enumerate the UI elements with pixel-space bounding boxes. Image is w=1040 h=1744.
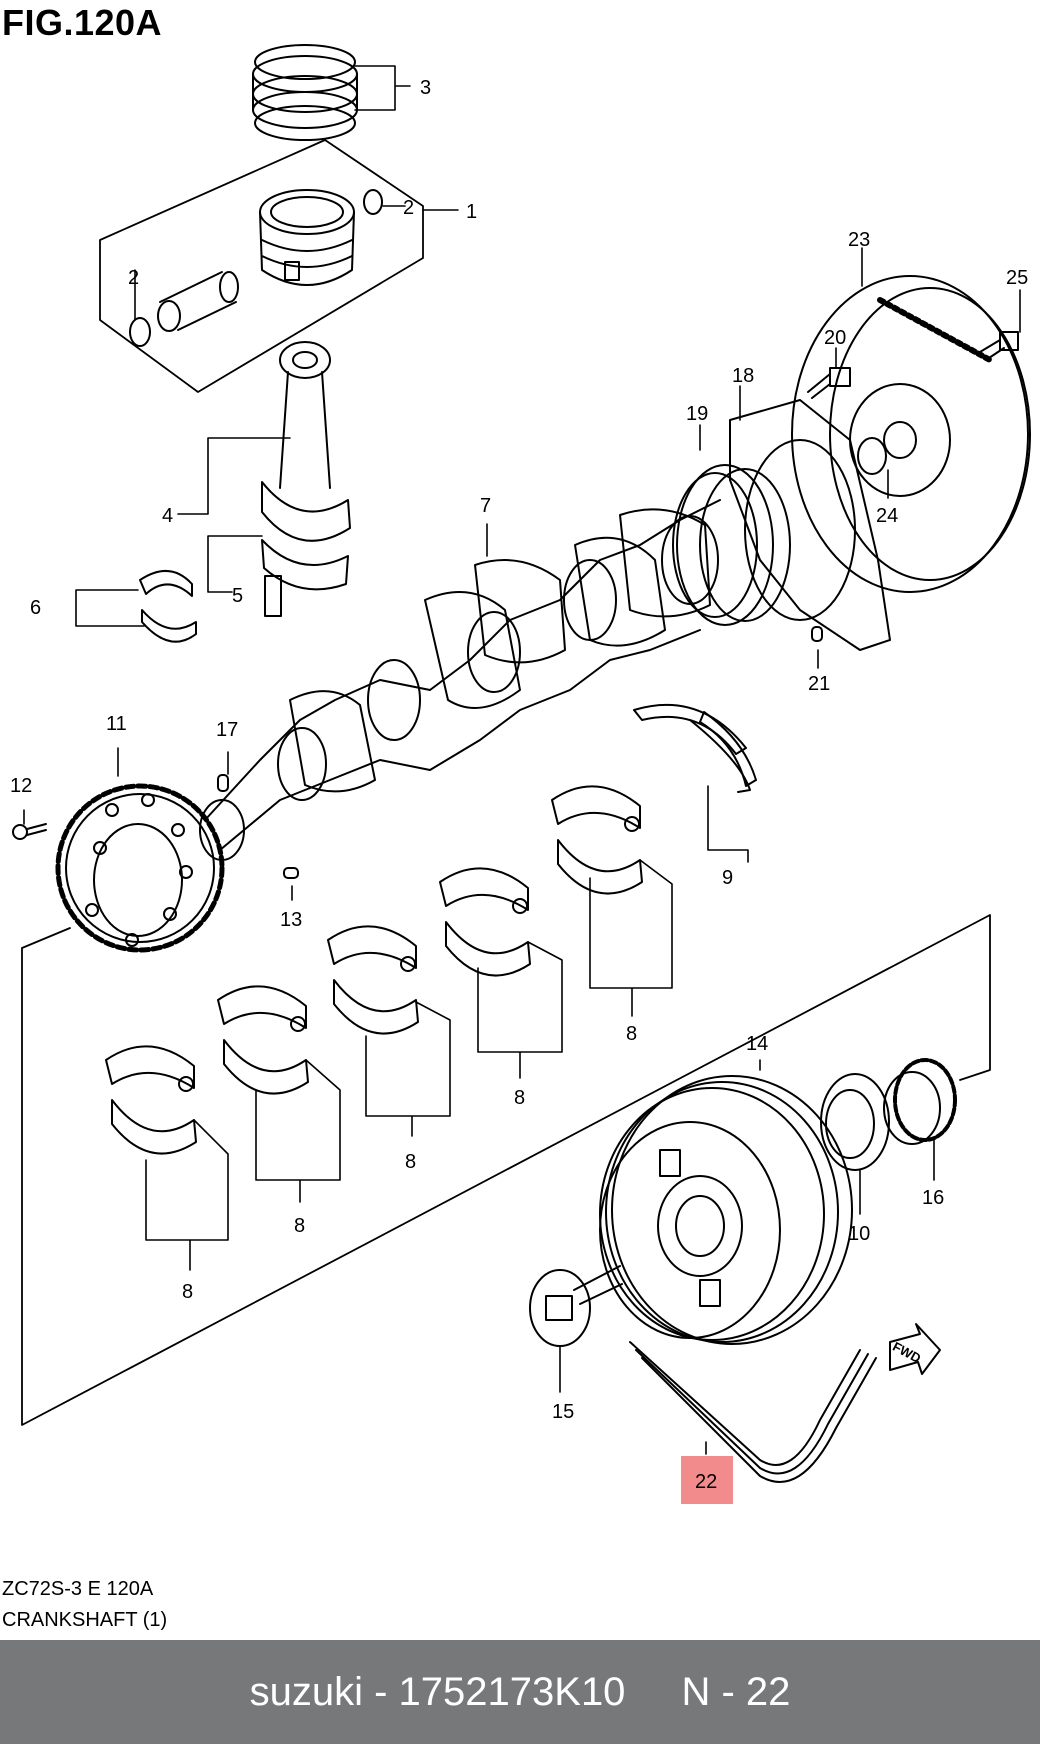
callout-3: 3 bbox=[420, 77, 431, 99]
callout-8-e: 8 bbox=[626, 1023, 637, 1045]
circlip-upper bbox=[363, 189, 383, 215]
flywheel[interactable] bbox=[791, 275, 1031, 593]
leader-lines bbox=[23, 65, 1021, 1455]
sensor-plate[interactable] bbox=[55, 783, 225, 953]
callout-2-upper: 2 bbox=[403, 197, 414, 219]
callout-13: 13 bbox=[280, 909, 302, 931]
callout-20: 20 bbox=[824, 327, 846, 349]
callout-8-b: 8 bbox=[294, 1215, 305, 1237]
callout-9: 9 bbox=[722, 867, 733, 889]
main-bearing-set-3[interactable] bbox=[327, 925, 419, 1035]
rear-oil-seal[interactable] bbox=[672, 464, 791, 626]
footer-bar: suzuki - 1752173K10 N - 22 bbox=[0, 1640, 1040, 1744]
callout-1: 1 bbox=[466, 201, 477, 223]
callout-25: 25 bbox=[1006, 267, 1028, 289]
pin-17 bbox=[217, 774, 229, 792]
main-bearing-set-5[interactable] bbox=[551, 785, 643, 895]
footer-part-number: suzuki - 1752173K10 bbox=[249, 1669, 626, 1714]
callout-24: 24 bbox=[876, 505, 898, 527]
callout-11: 11 bbox=[106, 713, 127, 735]
assembly-outline bbox=[21, 914, 991, 1426]
main-bearing-set-1[interactable] bbox=[105, 1045, 197, 1155]
callout-8-a: 8 bbox=[182, 1281, 193, 1303]
piston[interactable] bbox=[259, 189, 355, 286]
callout-18: 18 bbox=[732, 365, 754, 387]
callout-22: 22 bbox=[695, 1471, 717, 1493]
bolt-20[interactable] bbox=[807, 367, 851, 399]
bolt-12[interactable] bbox=[12, 823, 47, 840]
callout-4: 4 bbox=[162, 505, 173, 527]
callout-8-c: 8 bbox=[405, 1151, 416, 1173]
main-bearing-set-4[interactable] bbox=[439, 867, 531, 977]
spacer-10[interactable] bbox=[820, 1073, 890, 1171]
thrust-washers[interactable] bbox=[633, 703, 757, 793]
connecting-rod[interactable] bbox=[261, 341, 351, 617]
callout-7: 7 bbox=[480, 495, 491, 517]
main-bearing-set-2[interactable] bbox=[217, 985, 309, 1095]
callout-17: 17 bbox=[216, 719, 238, 741]
pin-13 bbox=[283, 867, 299, 879]
footer-page: N - 22 bbox=[681, 1669, 791, 1714]
bolt-25[interactable] bbox=[979, 331, 1019, 361]
fwd-arrow bbox=[889, 1323, 941, 1375]
crank-timing-sprocket[interactable] bbox=[883, 1058, 957, 1145]
pin-21 bbox=[811, 626, 823, 642]
callout-15: 15 bbox=[552, 1401, 574, 1423]
callout-8-d: 8 bbox=[514, 1087, 525, 1109]
callout-21: 21 bbox=[808, 673, 830, 695]
drive-belt[interactable] bbox=[629, 1341, 877, 1483]
highlight-22 bbox=[681, 1456, 733, 1504]
circlip-lower bbox=[129, 317, 151, 347]
pulley-bolt[interactable] bbox=[529, 1265, 623, 1347]
callout-23: 23 bbox=[848, 229, 870, 251]
callout-19: 19 bbox=[686, 403, 708, 425]
washer-24 bbox=[857, 437, 887, 475]
callout-12: 12 bbox=[10, 775, 32, 797]
crankshaft[interactable] bbox=[199, 499, 721, 861]
conrod-bearings[interactable] bbox=[139, 570, 197, 643]
oil-seal-housing[interactable] bbox=[729, 399, 891, 651]
fwd-label: FWD bbox=[890, 1339, 923, 1366]
diagram-name: CRANKSHAFT (1) bbox=[2, 1609, 168, 1631]
callout-14: 14 bbox=[746, 1033, 768, 1055]
diagram-code: ZC72S-3 E 120A bbox=[2, 1578, 154, 1600]
callout-10: 10 bbox=[848, 1223, 870, 1245]
callout-5: 5 bbox=[232, 585, 243, 607]
callout-16: 16 bbox=[922, 1187, 944, 1209]
piston-pin[interactable] bbox=[157, 271, 239, 332]
piston-rings[interactable] bbox=[252, 44, 358, 141]
callout-6: 6 bbox=[30, 597, 41, 619]
crank-pulley[interactable] bbox=[599, 1075, 853, 1345]
piston-assembly-frame bbox=[99, 139, 424, 393]
figure-title: FIG.120A bbox=[2, 2, 163, 43]
callout-numbers: 1 2 2 3 4 5 6 7 8 8 8 8 8 9 10 11 12 13 … bbox=[10, 77, 1028, 1493]
callout-2-lower: 2 bbox=[128, 267, 139, 289]
